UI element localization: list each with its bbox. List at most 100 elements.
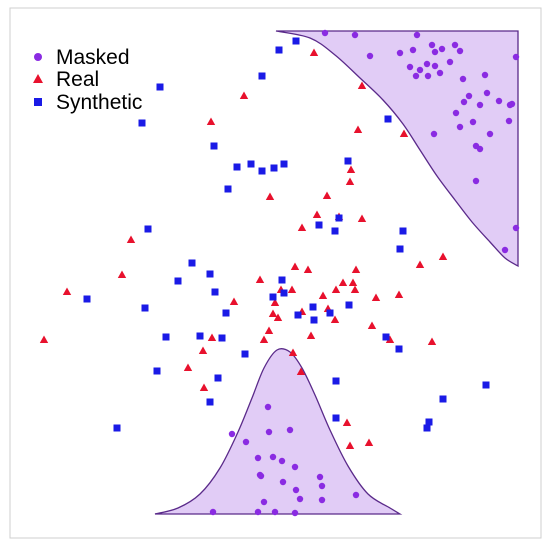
real-point-23: [338, 278, 348, 286]
real-point-24: [350, 285, 360, 293]
real-point-47: [385, 335, 395, 343]
top-right-region: [275, 30, 519, 268]
synthetic-point-42: [214, 374, 222, 382]
real-point-2: [239, 91, 249, 99]
synthetic-point-29: [280, 289, 288, 297]
bottom-region: [154, 348, 403, 515]
masked-point-26: [495, 97, 503, 105]
synthetic-point-39: [382, 333, 390, 341]
legend: Masked Real Synthetic: [33, 46, 142, 114]
masked-point-19: [412, 72, 420, 80]
masked-point-23: [460, 98, 468, 106]
real-point-15: [438, 252, 448, 260]
masked-point-45: [254, 454, 262, 462]
masked-point-39: [501, 246, 509, 254]
synthetic-point-50: [113, 424, 121, 432]
masked-point-50: [291, 463, 299, 471]
synthetic-point-44: [332, 377, 340, 385]
masked-point-7: [396, 49, 404, 57]
real-point-37: [273, 313, 283, 321]
real-point-8: [322, 191, 332, 199]
masked-point-48: [257, 472, 265, 480]
real-point-0: [309, 48, 319, 56]
density-regions: [154, 30, 519, 515]
masked-point-52: [292, 486, 300, 494]
legend-label-masked: Masked: [56, 46, 130, 69]
real-point-46: [39, 335, 49, 343]
masked-point-42: [264, 403, 272, 411]
synthetic-point-3: [156, 83, 164, 91]
synthetic-point-48: [425, 418, 433, 426]
real-point-19: [290, 262, 300, 270]
synthetic-point-28: [269, 293, 277, 301]
synthetic-point-40: [395, 345, 403, 353]
real-point-9: [265, 192, 275, 200]
synthetic-point-24: [278, 276, 286, 284]
synthetic-point-8: [247, 160, 255, 168]
real-point-45: [288, 348, 298, 356]
synthetic-point-10: [280, 160, 288, 168]
synthetic-point-22: [174, 277, 182, 285]
synthetic-point-0: [292, 37, 300, 45]
synthetic-point-49: [423, 424, 431, 432]
legend-marker-synthetic: [34, 98, 42, 106]
synthetic-point-45: [482, 381, 490, 389]
real-point-40: [367, 321, 377, 329]
synthetic-point-23: [211, 288, 219, 296]
masked-point-25: [476, 101, 484, 109]
real-point-38: [268, 309, 278, 317]
synthetic-point-4: [138, 119, 146, 127]
synthetic-point-35: [162, 333, 170, 341]
real-point-48: [427, 337, 437, 345]
synthetic-point-25: [83, 295, 91, 303]
real-point-17: [351, 265, 361, 273]
synthetic-point-32: [310, 316, 318, 324]
real-point-10: [312, 210, 322, 218]
real-point-1: [357, 81, 367, 89]
masked-point-58: [209, 508, 217, 516]
synthetic-point-6: [210, 142, 218, 150]
masked-point-12: [406, 63, 414, 71]
real-point-54: [345, 441, 355, 449]
real-point-25: [62, 287, 72, 295]
masked-point-54: [318, 482, 326, 490]
masked-point-1: [351, 31, 359, 39]
real-point-50: [199, 383, 209, 391]
masked-point-62: [318, 496, 326, 504]
synthetic-point-17: [144, 225, 152, 233]
synthetic-point-31: [294, 311, 302, 319]
real-point-14: [126, 235, 136, 243]
masked-point-59: [254, 508, 262, 516]
synthetic-point-13: [258, 167, 266, 175]
synthetic-point-11: [344, 157, 352, 165]
masked-point-22: [465, 92, 473, 100]
synthetic-point-38: [241, 350, 249, 358]
synthetic-point-47: [332, 414, 340, 422]
masked-point-8: [409, 46, 417, 54]
masked-point-14: [423, 60, 431, 68]
masked-point-51: [279, 478, 287, 486]
synthetic-point-21: [206, 270, 214, 278]
real-point-4: [353, 125, 363, 133]
masked-point-34: [486, 130, 494, 138]
real-point-21: [255, 275, 265, 283]
real-point-3: [206, 117, 216, 125]
masked-point-28: [508, 100, 516, 108]
masked-point-30: [456, 123, 464, 131]
masked-point-21: [481, 71, 489, 79]
synthetic-point-46: [439, 395, 447, 403]
synthetic-point-2: [258, 72, 266, 80]
synthetic-point-19: [396, 245, 404, 253]
real-point-5: [399, 129, 409, 137]
synthetic-point-9: [270, 164, 278, 172]
real-point-36: [264, 326, 274, 334]
real-point-52: [342, 418, 352, 426]
masked-point-40: [228, 430, 236, 438]
synthetic-point-34: [345, 301, 353, 309]
legend-marker-real: [33, 74, 43, 83]
synthetic-point-30: [309, 303, 317, 311]
synthetic-point-16: [331, 227, 339, 235]
real-point-34: [229, 297, 239, 305]
real-point-43: [207, 333, 217, 341]
